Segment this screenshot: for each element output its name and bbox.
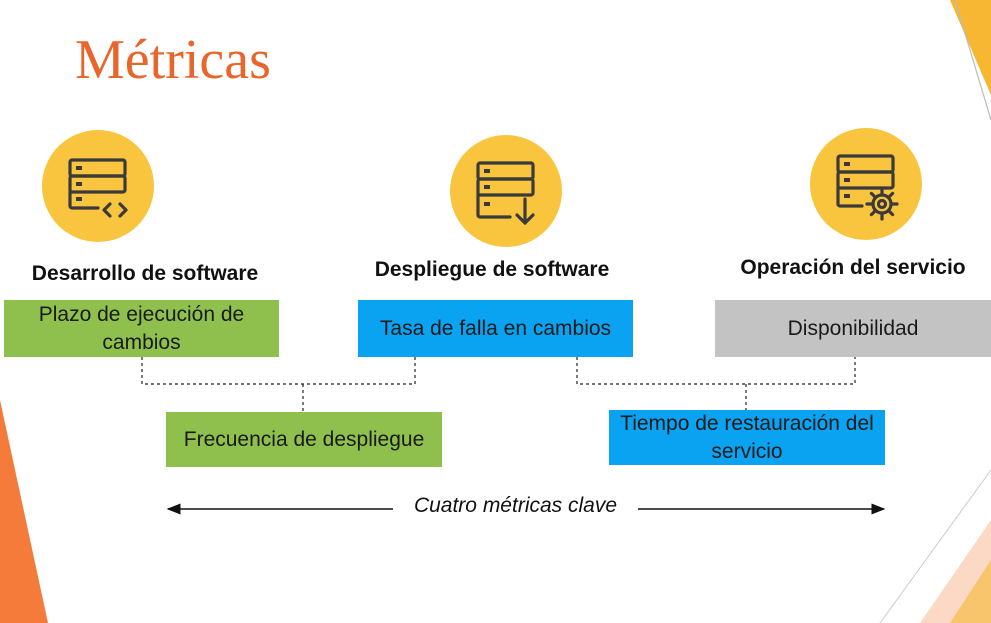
left-orange-wedge [0, 400, 48, 623]
server-download-icon [450, 135, 562, 247]
connector-left-bracket [141, 357, 416, 385]
connector-right-bracket [576, 357, 856, 385]
metric-availability: Disponibilidad [715, 300, 991, 357]
bottom-right-line [879, 469, 991, 623]
metric-change-failure-rate: Tasa de falla en cambios [358, 300, 633, 357]
category-operacion: Operación del servicio [740, 256, 966, 279]
page-title: Métricas [75, 29, 271, 91]
metric-restore-time: Tiempo de restauración del servicio [609, 410, 885, 465]
metric-lead-time: Plazo de ejecución de cambios [4, 300, 279, 357]
server-gear-icon [810, 128, 922, 240]
metric-deployment-frequency: Frecuencia de despliegue [166, 412, 442, 467]
bottom-right-yellow-wedge [950, 560, 991, 623]
category-despliegue: Despliegue de software [374, 258, 610, 281]
top-right-line [954, 0, 991, 121]
span-label: Cuatro métricas clave [393, 494, 638, 518]
category-desarrollo: Desarrollo de software [31, 262, 259, 285]
server-code-icon [42, 130, 154, 242]
top-right-yellow-wedge [950, 0, 991, 95]
